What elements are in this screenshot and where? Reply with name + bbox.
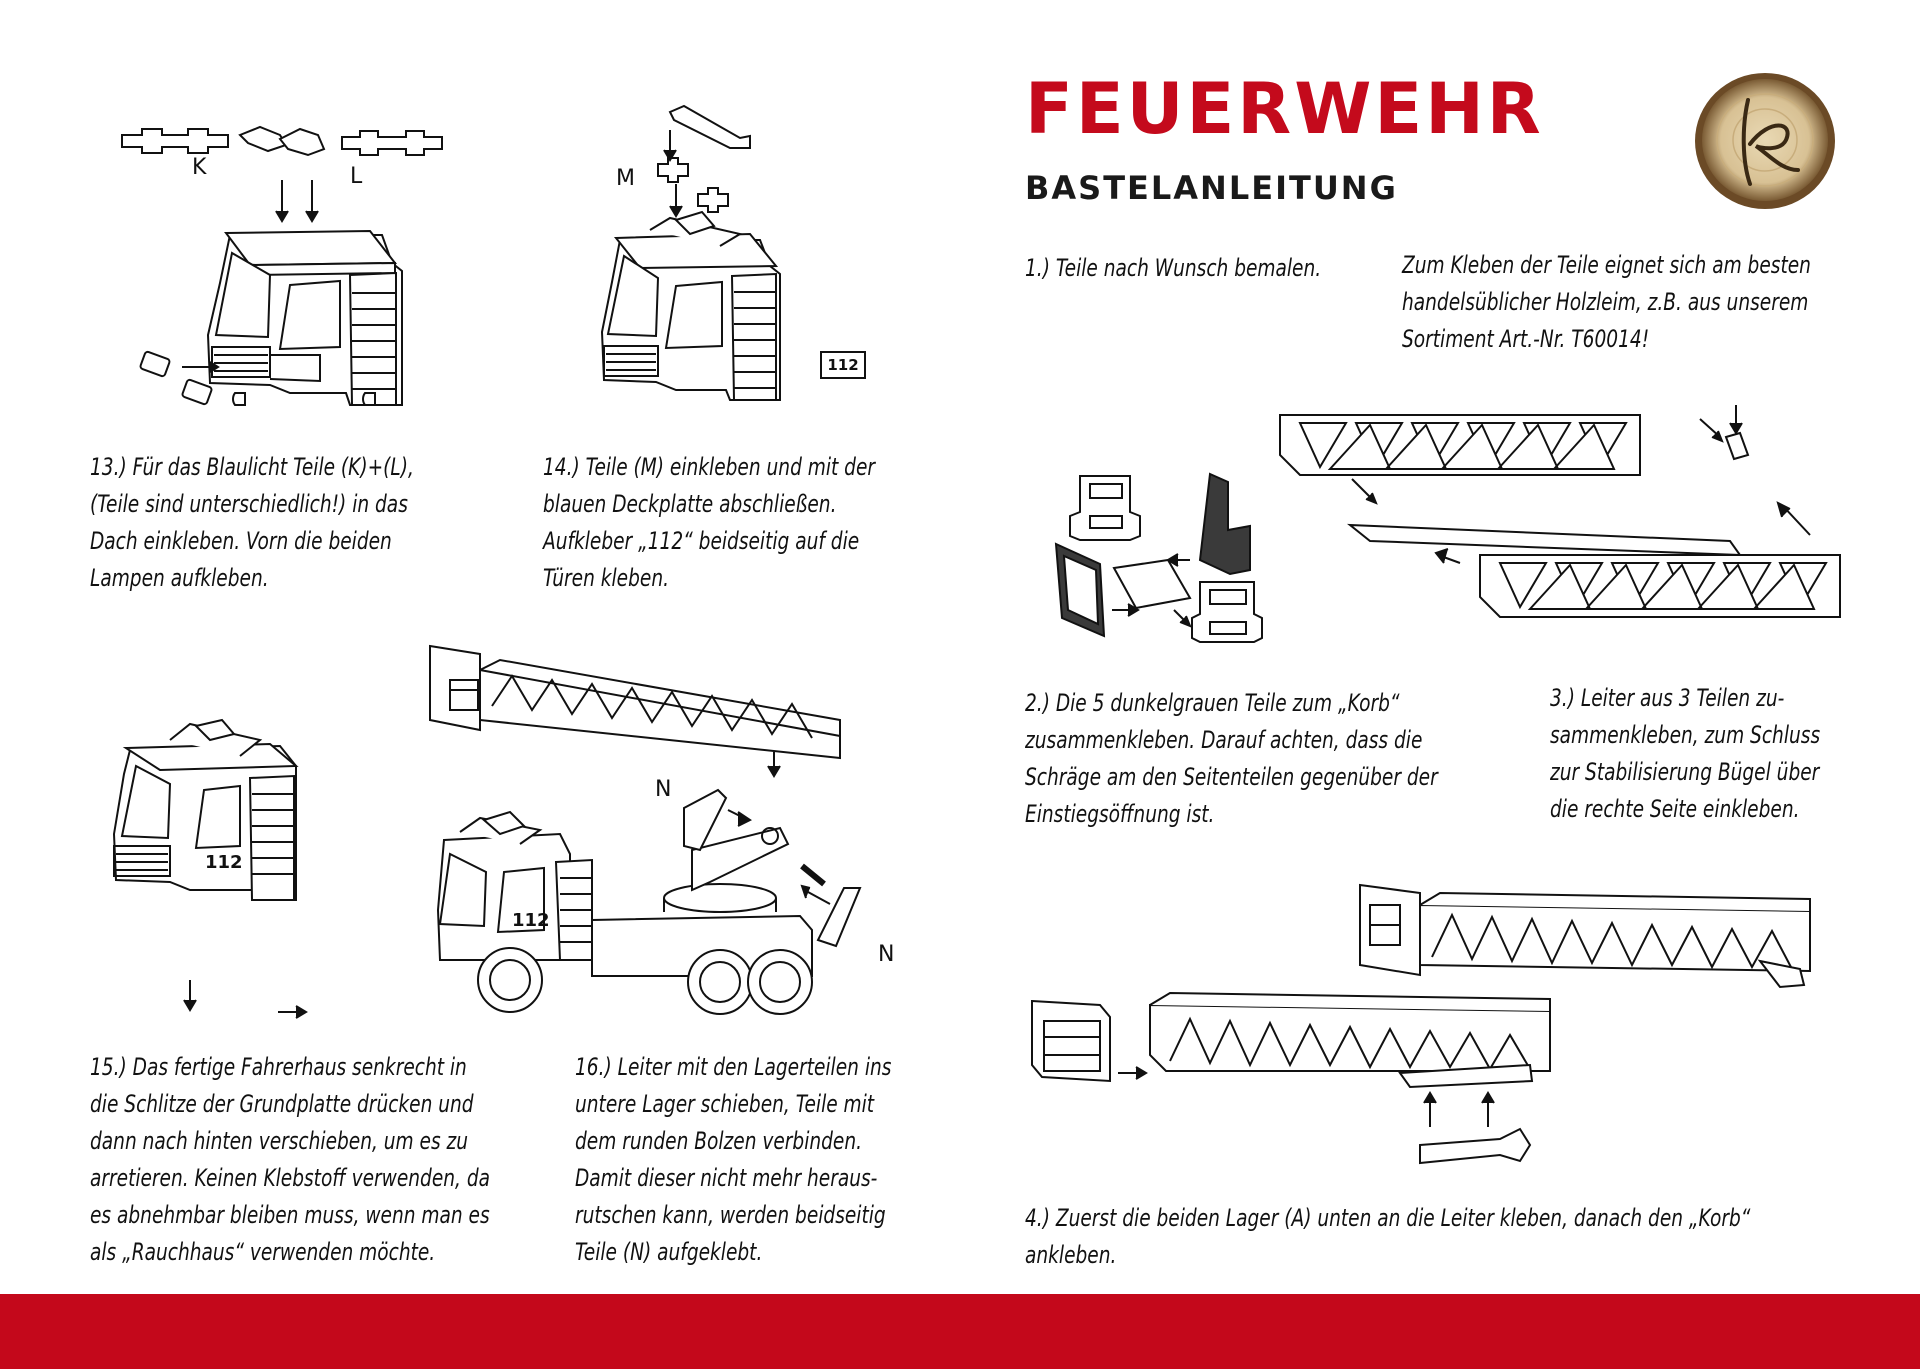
step-2-line: Schräge am den Seitenteilen gegenüber de… bbox=[1025, 763, 1438, 791]
label-l: L bbox=[350, 164, 363, 189]
step-13-cab-illustration bbox=[121, 125, 443, 406]
step-3-line: die rechte Seite einkleben. bbox=[1550, 795, 1800, 823]
step-13-line: Dach einkleben. Vorn die beiden bbox=[90, 527, 392, 555]
step-14-line: 14.) Teile (M) einkleben und mit der bbox=[543, 453, 876, 481]
step-16-line: Damit dieser nicht mehr heraus- bbox=[575, 1164, 878, 1192]
step-2-line: Einstiegsöffnung ist. bbox=[1025, 800, 1215, 828]
step-1-line: 1.) Teile nach Wunsch bemalen. bbox=[1025, 254, 1322, 282]
step-14-line: Aufkleber „112“ beidseitig auf die bbox=[543, 527, 860, 555]
step-16-line: Teile (N) aufgeklebt. bbox=[575, 1238, 763, 1266]
step-2-line: 2.) Die 5 dunkelgrauen Teile zum „Korb“ bbox=[1025, 689, 1400, 717]
step-15-line: 15.) Das fertige Fahrerhaus senkrecht in bbox=[90, 1053, 467, 1081]
step-14-cab-illustration bbox=[600, 104, 862, 401]
step-3-ladder-illustration bbox=[1279, 405, 1841, 618]
step-4-line: 4.) Zuerst die beiden Lager (A) unten an… bbox=[1025, 1204, 1751, 1232]
step-3-line: sammenkleben, zum Schluss bbox=[1550, 721, 1821, 749]
glue-note-line: Sortiment Art.-Nr. T60014! bbox=[1402, 325, 1650, 353]
step-16-line: 16.) Leiter mit den Lagerteilen ins bbox=[575, 1053, 892, 1081]
glue-note-line: handelsüblicher Holzleim, z.B. aus unser… bbox=[1402, 288, 1809, 316]
step-16-line: untere Lager schieben, Teile mit bbox=[575, 1090, 875, 1118]
step-15-cab-illustration bbox=[112, 718, 308, 1019]
step-13-line: Lampen aufkleben. bbox=[90, 564, 269, 592]
step-13-line: 13.) Für das Blaulicht Teile (K)+(L), bbox=[90, 453, 414, 481]
step-14-line: blauen Deckplatte abschließen. bbox=[543, 490, 837, 518]
step-15-line: als „Rauchhaus“ verwenden möchte. bbox=[90, 1238, 436, 1266]
footer-bar bbox=[0, 1294, 1920, 1369]
door-112-label: 112 bbox=[512, 910, 550, 931]
step-15-line: es abnehmbar bleiben muss, wenn man es bbox=[90, 1201, 490, 1229]
label-m: M bbox=[616, 166, 635, 191]
step-14-line: Türen kleben. bbox=[543, 564, 669, 592]
step-16-line: rutschen kann, werden beidseitig bbox=[575, 1201, 886, 1229]
step-16-truck-illustration bbox=[429, 644, 862, 1015]
door-112-label: 112 bbox=[205, 852, 243, 873]
label-k: K bbox=[192, 155, 207, 180]
step-3-line: 3.) Leiter aus 3 Teilen zu- bbox=[1550, 684, 1785, 712]
step-4-line: ankleben. bbox=[1025, 1241, 1117, 1269]
step-15-line: dann nach hinten verschieben, um es zu bbox=[90, 1127, 469, 1155]
label-n-top: N bbox=[655, 777, 672, 802]
step-2-basket-illustration bbox=[1054, 472, 1263, 643]
step-13-line: (Teile sind unterschiedlich!) in das bbox=[90, 490, 408, 518]
page-subtitle: BASTELANLEITUNG bbox=[1025, 169, 1398, 207]
sticker-112-badge: 112 bbox=[820, 351, 866, 379]
label-n-bottom: N bbox=[878, 942, 895, 967]
step-16-line: dem runden Bolzen verbinden. bbox=[575, 1127, 863, 1155]
step-2-line: zusammenkleben. Darauf achten, dass die bbox=[1025, 726, 1423, 754]
step-4-assembly-illustration bbox=[1031, 883, 1811, 1165]
step-3-line: zur Stabilisierung Bügel über bbox=[1550, 758, 1820, 786]
step-15-line: die Schlitze der Grundplatte drücken und bbox=[90, 1090, 474, 1118]
page-title: FEUERWEHR bbox=[1025, 68, 1544, 150]
wood-slice-logo-icon bbox=[1695, 73, 1835, 209]
step-15-line: arretieren. Keinen Klebstoff verwenden, … bbox=[90, 1164, 490, 1192]
glue-note-line: Zum Kleben der Teile eignet sich am best… bbox=[1402, 251, 1811, 279]
